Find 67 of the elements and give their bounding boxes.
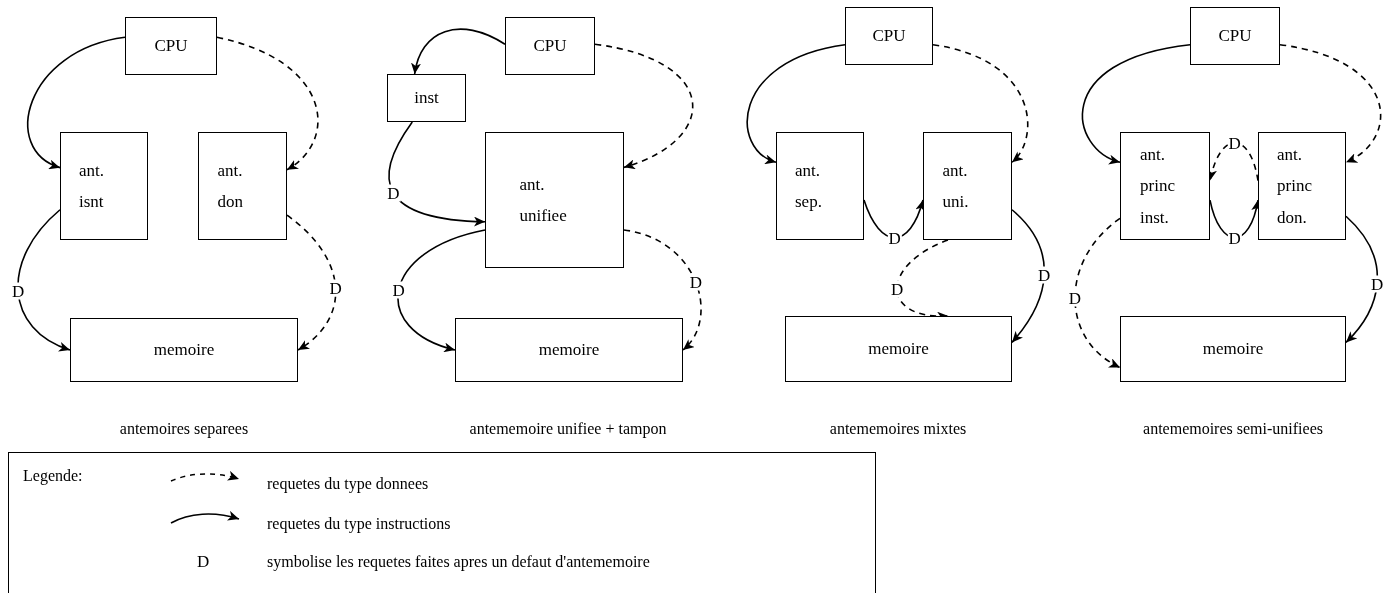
- arrow: [388, 121, 486, 227]
- cache-box: [485, 132, 624, 268]
- box-label: ant. unifiee: [519, 173, 568, 227]
- arrow: [27, 36, 126, 169]
- arrow: [411, 28, 506, 75]
- diagram-caption: antememoires mixtes: [829, 420, 967, 438]
- dashed-arrow: [1279, 43, 1382, 164]
- box-label: ant. sep.: [795, 159, 823, 213]
- cache-box: [923, 132, 1012, 240]
- diagram-caption: antemoires separees: [119, 420, 249, 438]
- edge-label: D: [391, 281, 406, 299]
- dashed-arrow: [216, 36, 319, 171]
- legend-text: requetes du type donnees: [267, 475, 429, 493]
- cache-box: [1190, 7, 1280, 65]
- legend-text: requetes du type instructions: [267, 515, 451, 533]
- box-label: memoire: [868, 338, 929, 360]
- cache-box: [845, 7, 933, 65]
- box-label: memoire: [538, 339, 600, 361]
- box-label: CPU: [533, 35, 567, 57]
- dashed-arrow: [932, 43, 1029, 164]
- dashed-arrow: [623, 229, 702, 351]
- box-label: ant. princ inst.: [1140, 143, 1176, 229]
- edge-label: D: [328, 279, 343, 297]
- arrow: [746, 43, 846, 164]
- box-label: memoire: [1202, 338, 1264, 360]
- cache-box: [785, 316, 1012, 382]
- edge-label: D: [688, 274, 703, 291]
- box-label: CPU: [1218, 25, 1252, 47]
- cache-box: [505, 17, 595, 75]
- diagram-caption: antememoire unifiee + tampon: [469, 420, 667, 438]
- box-label: ant. don: [217, 159, 244, 213]
- cache-box: [70, 318, 298, 382]
- cache-box: [387, 74, 466, 122]
- arrow: [1345, 215, 1378, 344]
- cache-box: [125, 17, 217, 75]
- cache-box: [60, 132, 148, 240]
- dashed-arrow: [286, 214, 337, 351]
- diagram-caption: antememoires semi-unifiees: [1143, 420, 1323, 438]
- legend-title: Legende:: [23, 467, 83, 485]
- edge-label: D: [1370, 275, 1385, 293]
- arrow: [863, 199, 925, 239]
- dashed-arrow: [594, 43, 694, 169]
- edge-label: D: [889, 280, 905, 298]
- edge-label: D: [386, 184, 401, 202]
- box-label: memoire: [153, 339, 215, 361]
- cache-box: [455, 318, 683, 382]
- arrow: [17, 208, 71, 351]
- arrow: [397, 229, 486, 352]
- box-label: CPU: [154, 35, 188, 57]
- cache-box: [198, 132, 287, 240]
- box-label: ant. princ don.: [1277, 143, 1313, 229]
- edge-label: D: [1037, 266, 1052, 284]
- cache-box: [1258, 132, 1346, 240]
- arrow: [1081, 43, 1191, 164]
- dashed-arrow: [1074, 217, 1121, 369]
- box-label: ant. uni.: [942, 159, 970, 213]
- arrow: [1011, 208, 1046, 344]
- box-label: CPU: [872, 25, 906, 47]
- edge-label: D: [11, 282, 26, 300]
- legend-symbol: D: [197, 552, 210, 572]
- box-label: ant. isnt: [79, 159, 106, 213]
- box-label: inst: [414, 87, 439, 109]
- cache-box: [1120, 132, 1210, 240]
- cache-box: [776, 132, 864, 240]
- cache-box: [1120, 316, 1346, 382]
- legend-text: symbolise les requetes faites apres un defaut d'antememoire: [267, 553, 650, 571]
- edge-label: D: [1067, 289, 1083, 307]
